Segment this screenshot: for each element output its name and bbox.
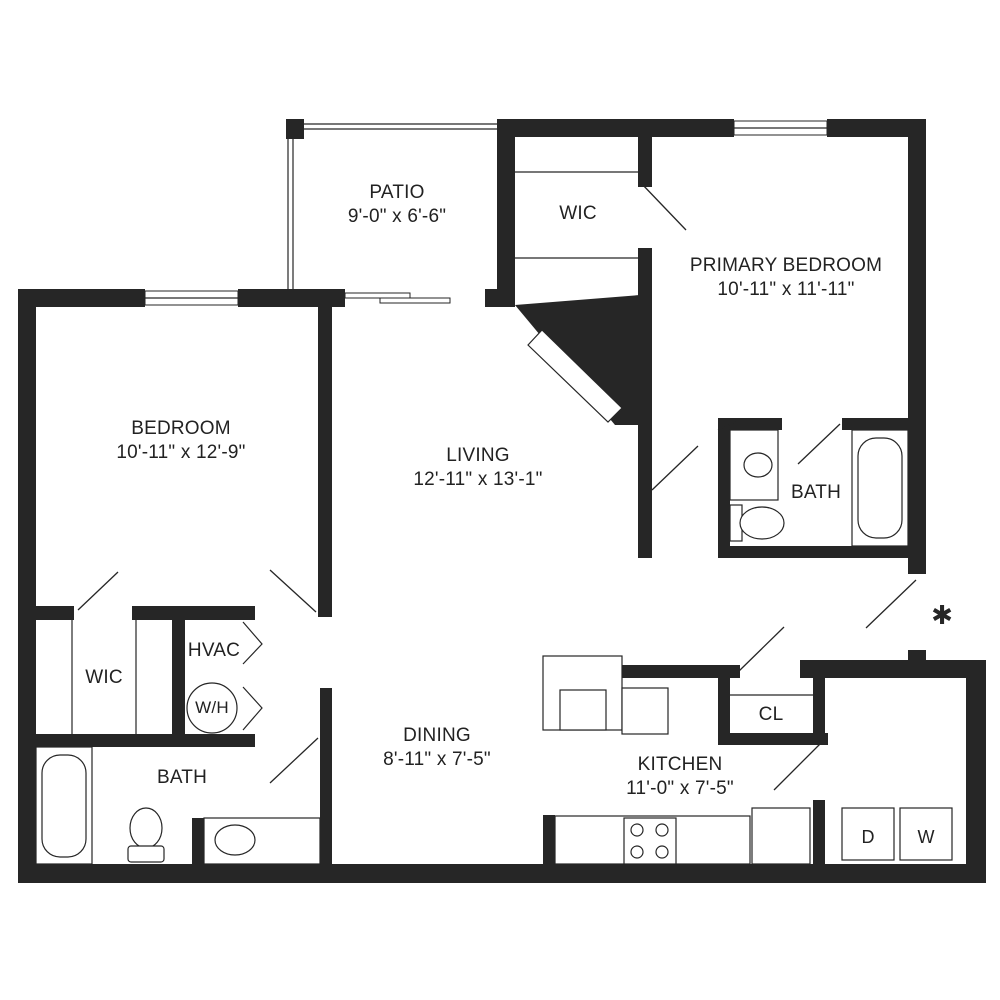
washer — [899, 807, 953, 861]
primary-toilet — [739, 506, 785, 540]
entry-marker-icon: ✱ — [931, 601, 953, 631]
door-hvac — [242, 621, 263, 665]
water-heater-tank — [186, 682, 238, 734]
room-bedroom: BEDROOM 10'-11" x 12'-9" — [116, 417, 245, 465]
sliding-door — [344, 292, 451, 304]
room-hvac-name: HVAC — [187, 640, 241, 661]
room-dining-dims: 8'-11" x 7'-5" — [383, 749, 491, 770]
utility — [186, 682, 238, 734]
door-bedroom-wic — [77, 571, 119, 611]
room-primary-bedroom-name: PRIMARY BEDROOM — [689, 255, 883, 276]
patio-railing — [287, 123, 497, 289]
door-primary-bath — [797, 423, 841, 465]
door-entry — [865, 579, 917, 629]
door-bedroom — [269, 569, 317, 613]
room-dining: DINING 8'-11" x 7'-5" — [383, 724, 491, 772]
room-wic-bedroom: WIC — [85, 666, 123, 690]
room-dining-name: DINING — [403, 725, 471, 746]
laundry: D W — [841, 807, 953, 861]
kitchen-fixtures — [542, 655, 813, 865]
room-water-heater-name: W/H — [195, 698, 229, 717]
primary-bath-fixtures — [729, 429, 909, 547]
interior-walls — [18, 137, 926, 883]
dryer-label: D — [862, 827, 875, 847]
refrigerator — [751, 807, 811, 865]
washer-label: W — [918, 827, 935, 847]
windows — [144, 120, 828, 306]
room-patio: PATIO 9'-0" x 6'-6" — [348, 181, 446, 229]
door-laundry — [773, 743, 821, 791]
kitchen-sink — [559, 689, 607, 731]
room-water-heater: W/H — [195, 696, 229, 720]
primary-sink — [743, 452, 773, 478]
room-bedroom-dims: 10'-11" x 12'-9" — [116, 442, 246, 463]
dryer — [841, 807, 895, 861]
room-patio-dims: 9'-0" x 6'-6" — [347, 206, 447, 227]
fireplace — [527, 329, 623, 423]
room-primary-bedroom-dims: 10'-11" x 11'-11" — [717, 279, 855, 300]
wic-primary-shelves — [515, 171, 638, 259]
room-bath-main-name: BATH — [156, 767, 208, 788]
range — [623, 817, 677, 865]
door-bath — [269, 737, 319, 784]
door-wh — [242, 686, 263, 731]
room-closet-name: CL — [758, 704, 784, 725]
wic-bedroom-shelves — [71, 620, 137, 734]
room-bath-primary: BATH — [791, 481, 841, 505]
doors — [77, 182, 917, 791]
door-primary — [651, 445, 699, 491]
room-bath-primary-name: BATH — [790, 482, 842, 503]
room-primary-bedroom: PRIMARY BEDROOM 10'-11" x 11'-11" — [690, 254, 882, 302]
room-living-dims: 12'-11" x 13'-1" — [413, 469, 543, 490]
dishwasher — [621, 687, 669, 735]
room-living: LIVING 12'-11" x 13'-1" — [413, 444, 542, 492]
door-closet — [737, 626, 785, 673]
room-living-name: LIVING — [446, 445, 510, 466]
room-hvac: HVAC — [188, 639, 240, 663]
main-bath-fixtures — [35, 746, 321, 865]
sink — [214, 824, 256, 856]
room-patio-name: PATIO — [369, 182, 425, 203]
door-wic-primary — [640, 182, 687, 231]
toilet — [129, 807, 163, 849]
room-bath-main: BATH — [157, 766, 207, 790]
room-kitchen: KITCHEN 11'-0" x 7'-5" — [626, 753, 734, 801]
room-wic-primary: WIC — [559, 202, 597, 226]
room-wic-primary-name: WIC — [559, 203, 597, 224]
room-bedroom-name: BEDROOM — [131, 418, 231, 439]
room-kitchen-name: KITCHEN — [637, 754, 723, 775]
room-wic-bedroom-name: WIC — [85, 667, 123, 688]
room-closet: CL — [759, 703, 784, 727]
room-kitchen-dims: 11'-0" x 7'-5" — [626, 778, 734, 799]
